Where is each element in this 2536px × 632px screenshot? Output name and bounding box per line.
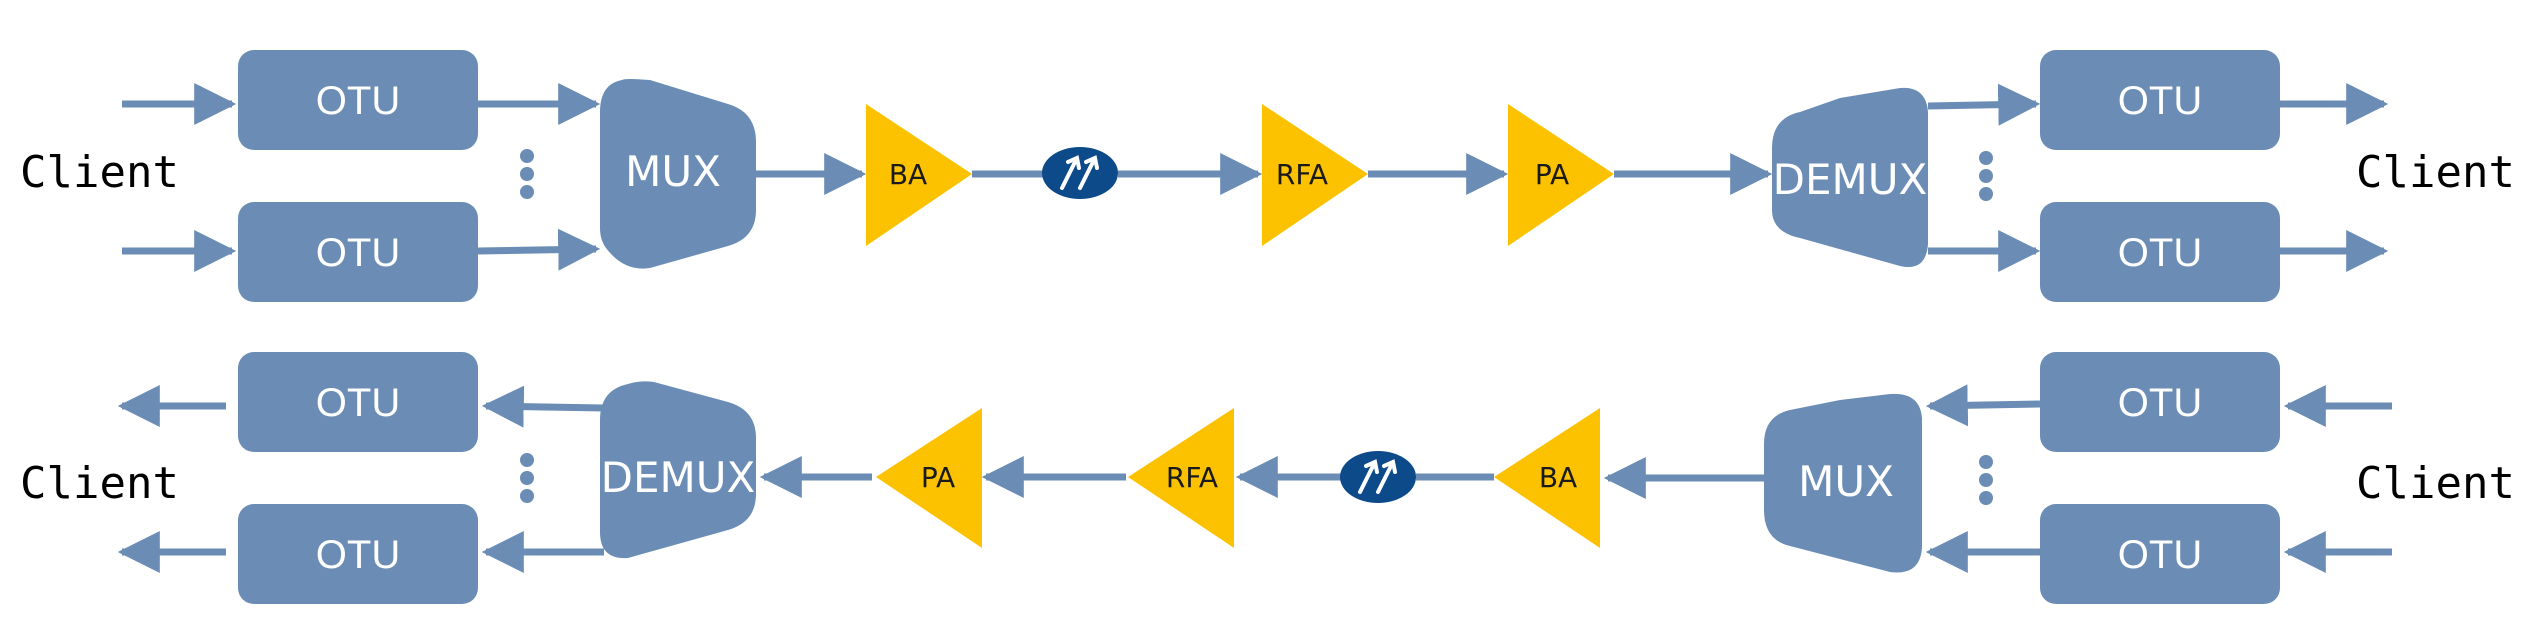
svg-text:OTU: OTU — [316, 381, 400, 425]
svg-text:OTU: OTU — [2118, 533, 2202, 577]
svg-text:MUX: MUX — [1798, 457, 1894, 506]
bottom-demux-otu-arrows — [481, 385, 605, 573]
bottom-otu-2: OTU — [238, 504, 478, 604]
top-input-arrows — [122, 83, 237, 272]
top-pa-amplifier: PA — [1508, 104, 1614, 246]
svg-text:BA: BA — [1539, 461, 1577, 494]
bottom-rfa-amplifier: RFA — [1128, 408, 1234, 548]
svg-text:OTU: OTU — [2118, 381, 2202, 425]
top-otu-1: OTU — [238, 50, 478, 150]
svg-text:OTU: OTU — [316, 231, 400, 275]
bottom-otu-mux-arrows — [1925, 384, 2041, 573]
isolator-arrows-icon — [1042, 147, 1118, 199]
svg-text:BA: BA — [889, 158, 927, 191]
vertical-ellipsis-icon — [1979, 151, 1993, 201]
svg-text:OTU: OTU — [316, 533, 400, 577]
bottom-client-left-label: Client — [20, 458, 179, 509]
top-client-right-label: Client — [2356, 147, 2515, 198]
svg-text:MUX: MUX — [625, 147, 721, 196]
vertical-ellipsis-icon — [1979, 455, 1993, 505]
top-demux-otu-arrows — [1927, 83, 2041, 272]
bottom-otu-1: OTU — [238, 352, 478, 452]
svg-text:DEMUX: DEMUX — [1773, 155, 1928, 204]
top-otu-4: OTU — [2040, 202, 2280, 302]
vertical-ellipsis-icon — [520, 453, 534, 503]
svg-text:PA: PA — [1535, 158, 1569, 191]
bottom-output-arrows — [117, 385, 226, 573]
bottom-pa-amplifier: PA — [876, 408, 982, 548]
svg-text:OTU: OTU — [316, 79, 400, 123]
top-otu-3: OTU — [2040, 50, 2280, 150]
isolator-arrows-icon — [1340, 451, 1416, 503]
bottom-otu-4: OTU — [2040, 504, 2280, 604]
vertical-ellipsis-icon — [520, 149, 534, 199]
svg-text:PA: PA — [921, 461, 955, 494]
svg-text:OTU: OTU — [2118, 79, 2202, 123]
top-row: Client Client OTU OTU — [20, 50, 2515, 302]
top-ba-amplifier: BA — [866, 104, 972, 246]
top-otu-mux-arrows — [477, 83, 601, 271]
bottom-client-right-label: Client — [2356, 458, 2515, 509]
svg-text:RFA: RFA — [1166, 461, 1218, 494]
top-otu-2: OTU — [238, 202, 478, 302]
bottom-input-arrows — [2283, 385, 2392, 573]
bottom-ba-amplifier: BA — [1494, 408, 1600, 548]
top-rfa-amplifier: RFA — [1262, 104, 1368, 246]
top-mux: MUX — [600, 79, 756, 269]
top-client-left-label: Client — [20, 147, 179, 198]
svg-text:RFA: RFA — [1276, 158, 1328, 191]
top-demux: DEMUX — [1772, 87, 1928, 268]
bottom-mux: MUX — [1764, 393, 1922, 573]
bottom-row: Client Client OTU OTU D — [20, 352, 2515, 604]
bottom-otu-3: OTU — [2040, 352, 2280, 452]
svg-text:OTU: OTU — [2118, 231, 2202, 275]
svg-text:DEMUX: DEMUX — [601, 453, 756, 502]
bottom-demux: DEMUX — [600, 381, 756, 559]
top-output-arrows — [2280, 83, 2389, 272]
